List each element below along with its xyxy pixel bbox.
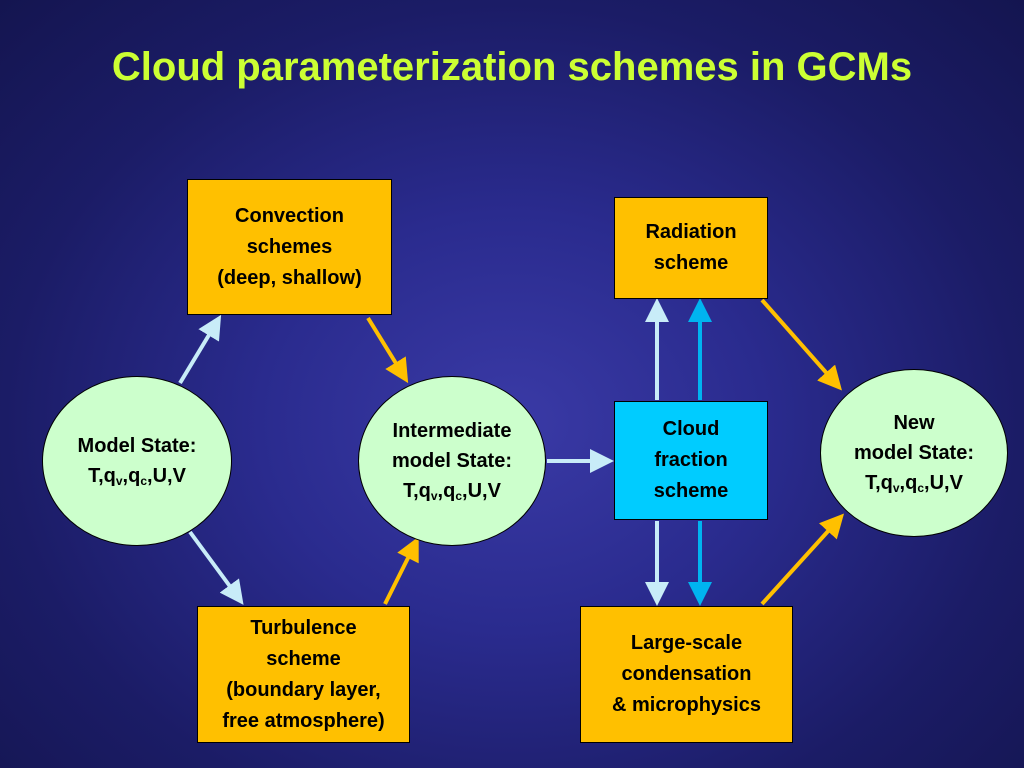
arrow-model-to-turbulence bbox=[188, 530, 244, 605]
turbulence-line-1: Turbulence bbox=[250, 616, 357, 639]
convection-line-2: schemes bbox=[246, 235, 333, 258]
cloud-fraction-line-3: scheme bbox=[653, 480, 729, 502]
arrow-model-to-convection bbox=[178, 314, 222, 385]
intermediate-state-label-1: Intermediate bbox=[392, 420, 512, 442]
convection-line-1: Convection bbox=[235, 204, 344, 227]
intermediate-state-node: Intermediate model State: T,qv,qc,U,V bbox=[358, 376, 546, 546]
convection-schemes-box: Convection schemes (deep, shallow) bbox=[187, 179, 392, 315]
intermediate-state-label-2: model State: bbox=[391, 450, 513, 472]
convection-line-3: (deep, shallow) bbox=[217, 266, 362, 289]
large-scale-line-2: condensation bbox=[621, 663, 752, 685]
turbulence-line-4: free atmosphere) bbox=[222, 709, 385, 732]
arrow-largescale-to-newstate bbox=[760, 513, 845, 606]
radiation-line-1: Radiation bbox=[645, 221, 737, 243]
new-state-label-1: New bbox=[893, 412, 935, 434]
large-scale-line-3: & microphysics bbox=[612, 694, 761, 716]
arrow-convection-to-intermediate bbox=[366, 316, 409, 384]
new-state-vars: T,qv,qc,U,V bbox=[865, 472, 963, 495]
new-state-label-2: model State: bbox=[853, 442, 975, 464]
radiation-line-2: scheme bbox=[653, 252, 729, 274]
turbulence-line-2: scheme bbox=[266, 647, 341, 670]
intermediate-state-vars: T,qv,qc,U,V bbox=[403, 480, 501, 503]
large-scale-line-1: Large-scale bbox=[630, 632, 743, 654]
model-state-vars: T,qv,qc,U,V bbox=[88, 465, 186, 488]
cloud-fraction-line-1: Cloud bbox=[662, 418, 720, 440]
cloud-fraction-line-2: fraction bbox=[654, 449, 728, 471]
model-state-node: Model State: T,qv,qc,U,V bbox=[42, 376, 232, 546]
arrow-turbulence-to-intermediate bbox=[383, 536, 419, 605]
radiation-scheme-box: Radiation scheme bbox=[614, 197, 768, 299]
slide-title: Cloud parameterization schemes in GCMs bbox=[111, 45, 913, 89]
cloud-fraction-scheme-box: Cloud fraction scheme bbox=[614, 401, 768, 520]
new-model-state-node: New model State: T,qv,qc,U,V bbox=[820, 369, 1008, 537]
turbulence-scheme-box: Turbulence scheme (boundary layer, free … bbox=[197, 606, 410, 743]
large-scale-condensation-box: Large-scale condensation & microphysics bbox=[580, 606, 793, 743]
turbulence-line-3: (boundary layer, bbox=[226, 678, 381, 701]
arrow-radiation-to-newstate bbox=[760, 298, 842, 391]
model-state-label: Model State: bbox=[77, 435, 197, 457]
